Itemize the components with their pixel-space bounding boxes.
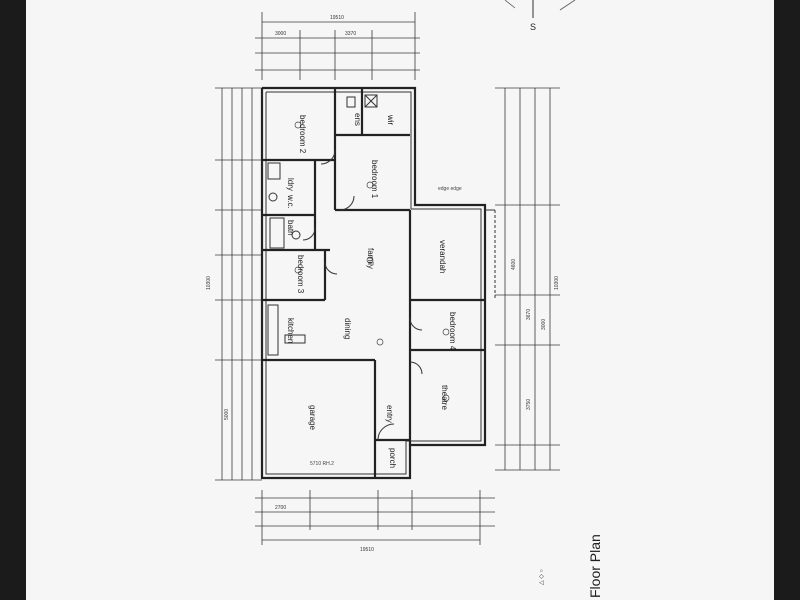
floor-plan-drawing: S 19510 3000 3370 <box>206 0 603 598</box>
room-ldry: ldry <box>286 178 295 191</box>
room-entry: entry <box>385 405 394 423</box>
dim-bed4-height: 3000 <box>541 319 547 330</box>
room-wc: w.c. <box>286 194 295 209</box>
room-kitchen: kitchen <box>286 318 295 343</box>
compass-label: S <box>530 22 536 32</box>
laundry-tub-icon <box>267 162 281 180</box>
plan-sheet: S 19510 3000 3370 <box>26 0 774 600</box>
fixtures <box>267 94 450 402</box>
verandah-edge: edge edge <box>438 186 496 300</box>
room-bedroom4: bedroom 4 <box>448 312 457 351</box>
room-verandah: verandah <box>438 240 447 273</box>
right-dimension-lines: 10300 4600 3670 3750 3000 <box>495 87 560 471</box>
room-bedroom2: bedroom 2 <box>298 115 307 154</box>
compass-icon: S <box>504 0 576 32</box>
ensuite-basin-icon <box>346 96 356 108</box>
dim-bed2-width: 3000 <box>275 31 286 37</box>
bathtub-icon <box>269 217 285 249</box>
room-dining: dining <box>343 318 352 339</box>
plan-title: Floor Plan <box>587 534 603 598</box>
door-swings <box>302 149 423 441</box>
garage-door-label: 5710 RH.2 <box>310 461 334 467</box>
exterior-walls <box>260 86 487 480</box>
room-ens: ens <box>353 113 362 126</box>
verandah-edge-label: edge edge <box>438 186 462 192</box>
room-garage: garage <box>308 405 317 430</box>
top-dimension-lines: 19510 3000 3370 <box>255 12 420 80</box>
legend-symbol-icon: △ ◇ ○ <box>539 568 545 585</box>
dim-overall-right: 10300 <box>554 276 560 290</box>
dim-overall-top: 19510 <box>330 15 344 21</box>
bottom-dimension-lines: 19510 2700 <box>255 490 495 553</box>
basin-icon <box>291 230 301 240</box>
right-dark-border <box>774 0 800 600</box>
toilet-icon <box>268 192 278 202</box>
dim-bed1-width: 3370 <box>345 31 356 37</box>
dim-theatre-height: 3750 <box>526 399 532 410</box>
kitchen-bench-icon <box>267 304 279 356</box>
room-wir: wir <box>386 114 395 126</box>
room-bath: bath <box>286 220 295 236</box>
svg-text:△ ◇ ○: △ ◇ ○ <box>539 568 545 585</box>
room-bedroom3: bedroom 3 <box>296 255 305 294</box>
room-family: family <box>366 248 375 269</box>
left-dimension-lines: 10300 5000 <box>206 87 262 481</box>
dim-overall-left: 10300 <box>206 276 212 290</box>
dim-verandah-height: 3670 <box>526 309 532 320</box>
room-theatre: theatre <box>440 385 449 410</box>
room-labels: bedroom 2 bedroom 1 ens wir ldry w.c. ba… <box>286 113 457 468</box>
interior-walls <box>262 88 485 478</box>
room-bedroom1: bedroom 1 <box>370 160 379 199</box>
left-dark-border <box>0 0 26 600</box>
shower-icon <box>364 94 378 108</box>
dim-overall-bottom: 19510 <box>360 547 374 553</box>
kitchen-island-icon <box>284 334 306 344</box>
dim-family-height: 4600 <box>511 259 517 270</box>
dim-garage-width: 5000 <box>224 409 230 420</box>
room-porch: porch <box>388 448 397 468</box>
dim-kitchen-width: 2700 <box>275 505 286 511</box>
